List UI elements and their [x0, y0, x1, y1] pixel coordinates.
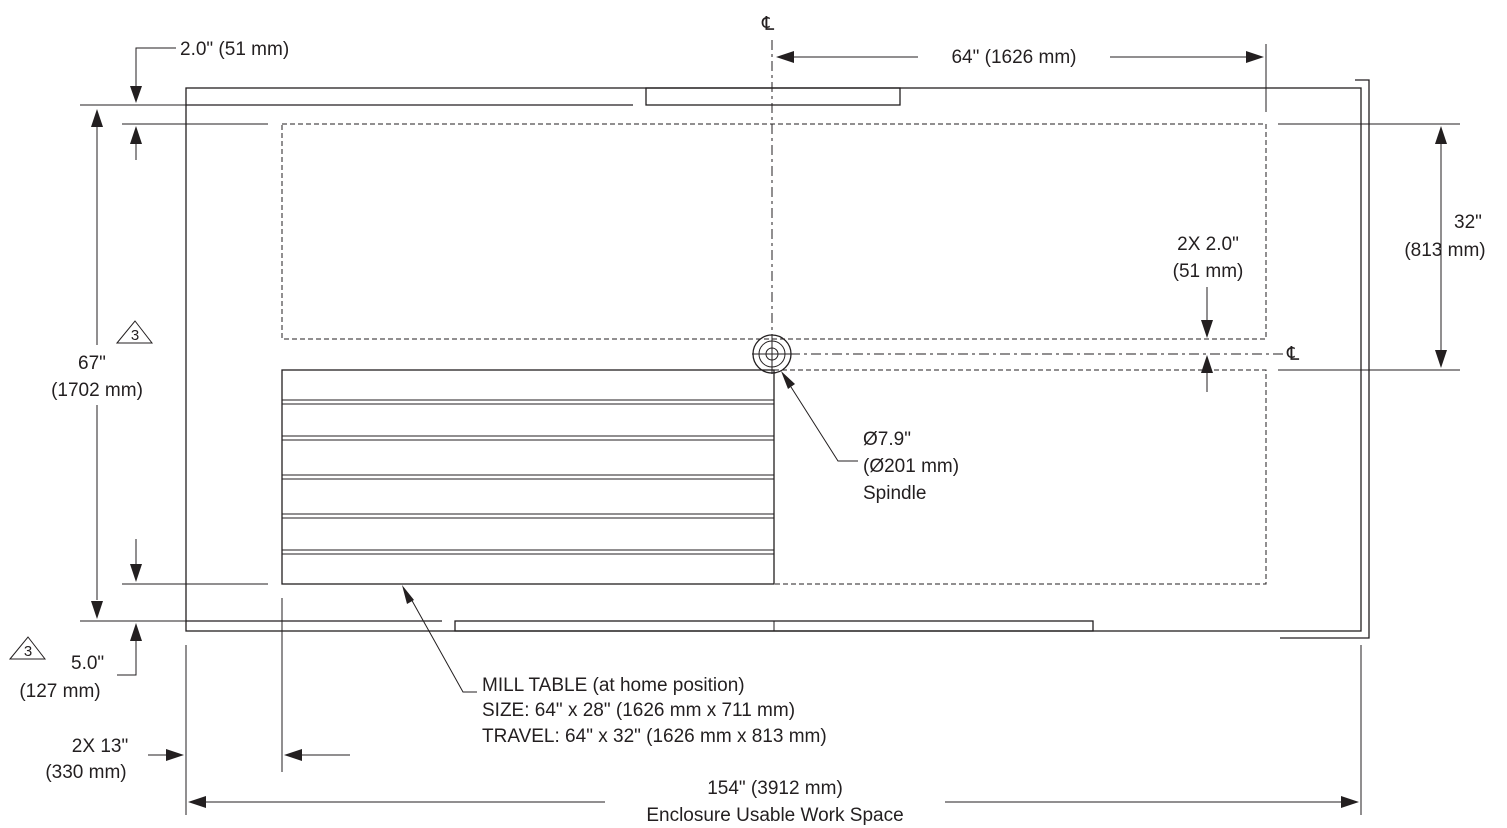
top-gap-dimension: 2.0" (51 mm)	[80, 39, 289, 106]
mill-table-travel: TRAVEL: 64" x 32" (1626 mm x 813 mm)	[482, 726, 827, 747]
centerlines: ℄ ℄	[761, 14, 1300, 370]
spindle-callout: Ø7.9" (Ø201 mm) Spindle	[781, 371, 959, 504]
x-travel-label: 64" (1626 mm)	[951, 47, 1076, 68]
x-travel-dimension: 64" (1626 mm)	[776, 44, 1267, 112]
bottom-gap-label-mm: (127 mm)	[19, 681, 100, 702]
mill-table-size: SIZE: 64" x 28" (1626 mm x 711 mm)	[482, 700, 795, 721]
mill-table-callout: MILL TABLE (at home position) SIZE: 64" …	[402, 585, 827, 747]
revision-marker-upper-label: 3	[131, 327, 139, 344]
overall-width-label: 154" (3912 mm)	[707, 778, 843, 799]
y-travel-dimension: 32" (813 mm)	[1278, 123, 1486, 371]
side-gap-label-2: (330 mm)	[45, 762, 126, 783]
overall-depth-label-in: 67"	[78, 353, 106, 374]
overall-width-caption: Enclosure Usable Work Space	[646, 805, 903, 826]
spindle-icon	[752, 334, 792, 374]
spindle-diameter-in: Ø7.9"	[863, 429, 911, 450]
spindle-offset-label-1: 2X 2.0"	[1177, 234, 1239, 255]
bottom-gap-dimension: 5.0" (127 mm)	[19, 623, 142, 702]
enclosure-outline	[185, 79, 1370, 639]
side-gap-label-1: 2X 13"	[72, 736, 128, 757]
revision-marker-lower-label: 3	[24, 643, 32, 660]
revision-marker-lower: 3	[8, 636, 47, 660]
mill-table	[281, 369, 775, 585]
y-travel-label-in: 32"	[1454, 212, 1482, 233]
revision-marker-upper: 3	[115, 320, 154, 344]
bottom-gap-label-in: 5.0"	[71, 653, 104, 674]
overall-depth-label-mm: (1702 mm)	[51, 380, 143, 401]
spindle-label: Spindle	[863, 483, 926, 504]
overall-depth-dimension: 67" (1702 mm)	[51, 109, 186, 622]
horizontal-centerline-symbol: ℄	[1286, 344, 1300, 365]
mill-table-title: MILL TABLE (at home position)	[482, 675, 745, 696]
overall-width-dimension: 154" (3912 mm) Enclosure Usable Work Spa…	[188, 645, 1362, 826]
side-gap-dimension: 2X 13" (330 mm)	[45, 598, 350, 815]
top-gap-label: 2.0" (51 mm)	[180, 39, 289, 60]
spindle-offset-label-2: (51 mm)	[1173, 261, 1244, 282]
y-travel-label-mm: (813 mm)	[1404, 240, 1485, 261]
table-position-ticks	[122, 123, 268, 585]
vertical-centerline-symbol: ℄	[761, 14, 775, 35]
spindle-offset-dimension: 2X 2.0" (51 mm)	[1173, 234, 1244, 392]
spindle-diameter-mm: (Ø201 mm)	[863, 456, 959, 477]
